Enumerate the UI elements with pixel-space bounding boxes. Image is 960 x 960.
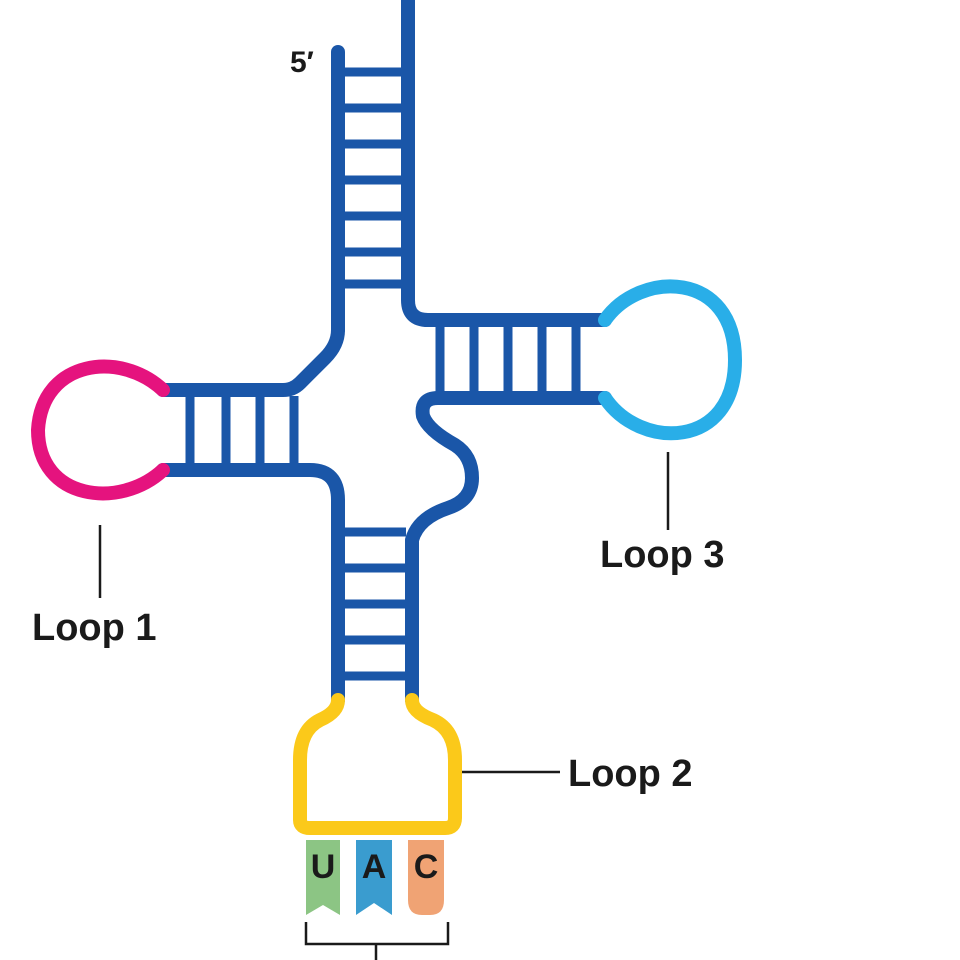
left-arm-lower-strand [156,463,345,707]
base-u-tag [306,840,340,915]
loop-1-label: Loop 1 [32,607,157,649]
left-arm-upper-strand [156,323,345,397]
left-arm [156,323,345,707]
base-u-letter: U [311,848,336,886]
base-a-tag [356,840,392,915]
loop-3-shape [598,279,743,441]
loop-1-shape [30,359,170,501]
five-prime-label: 5′ [290,46,314,79]
loop-3-label: Loop 3 [600,534,725,576]
acceptor-rungs [344,67,402,289]
loop-2-label: Loop 2 [568,753,693,795]
anticodon-bracket [304,922,450,960]
acceptor-right-strand [401,0,612,327]
acceptor-stem [331,0,612,337]
base-a-letter: A [362,848,387,886]
anticodon-bases: U A C [306,840,444,915]
base-c-tag [408,840,444,915]
anticodon-stem-rungs [344,527,406,681]
left-arm-rungs [185,396,299,464]
right-arm-lower-strand [405,391,612,707]
right-arm [405,326,612,707]
right-arm-rungs [435,326,581,392]
loop-2-shape [293,693,462,835]
base-c-letter: C [414,848,439,886]
